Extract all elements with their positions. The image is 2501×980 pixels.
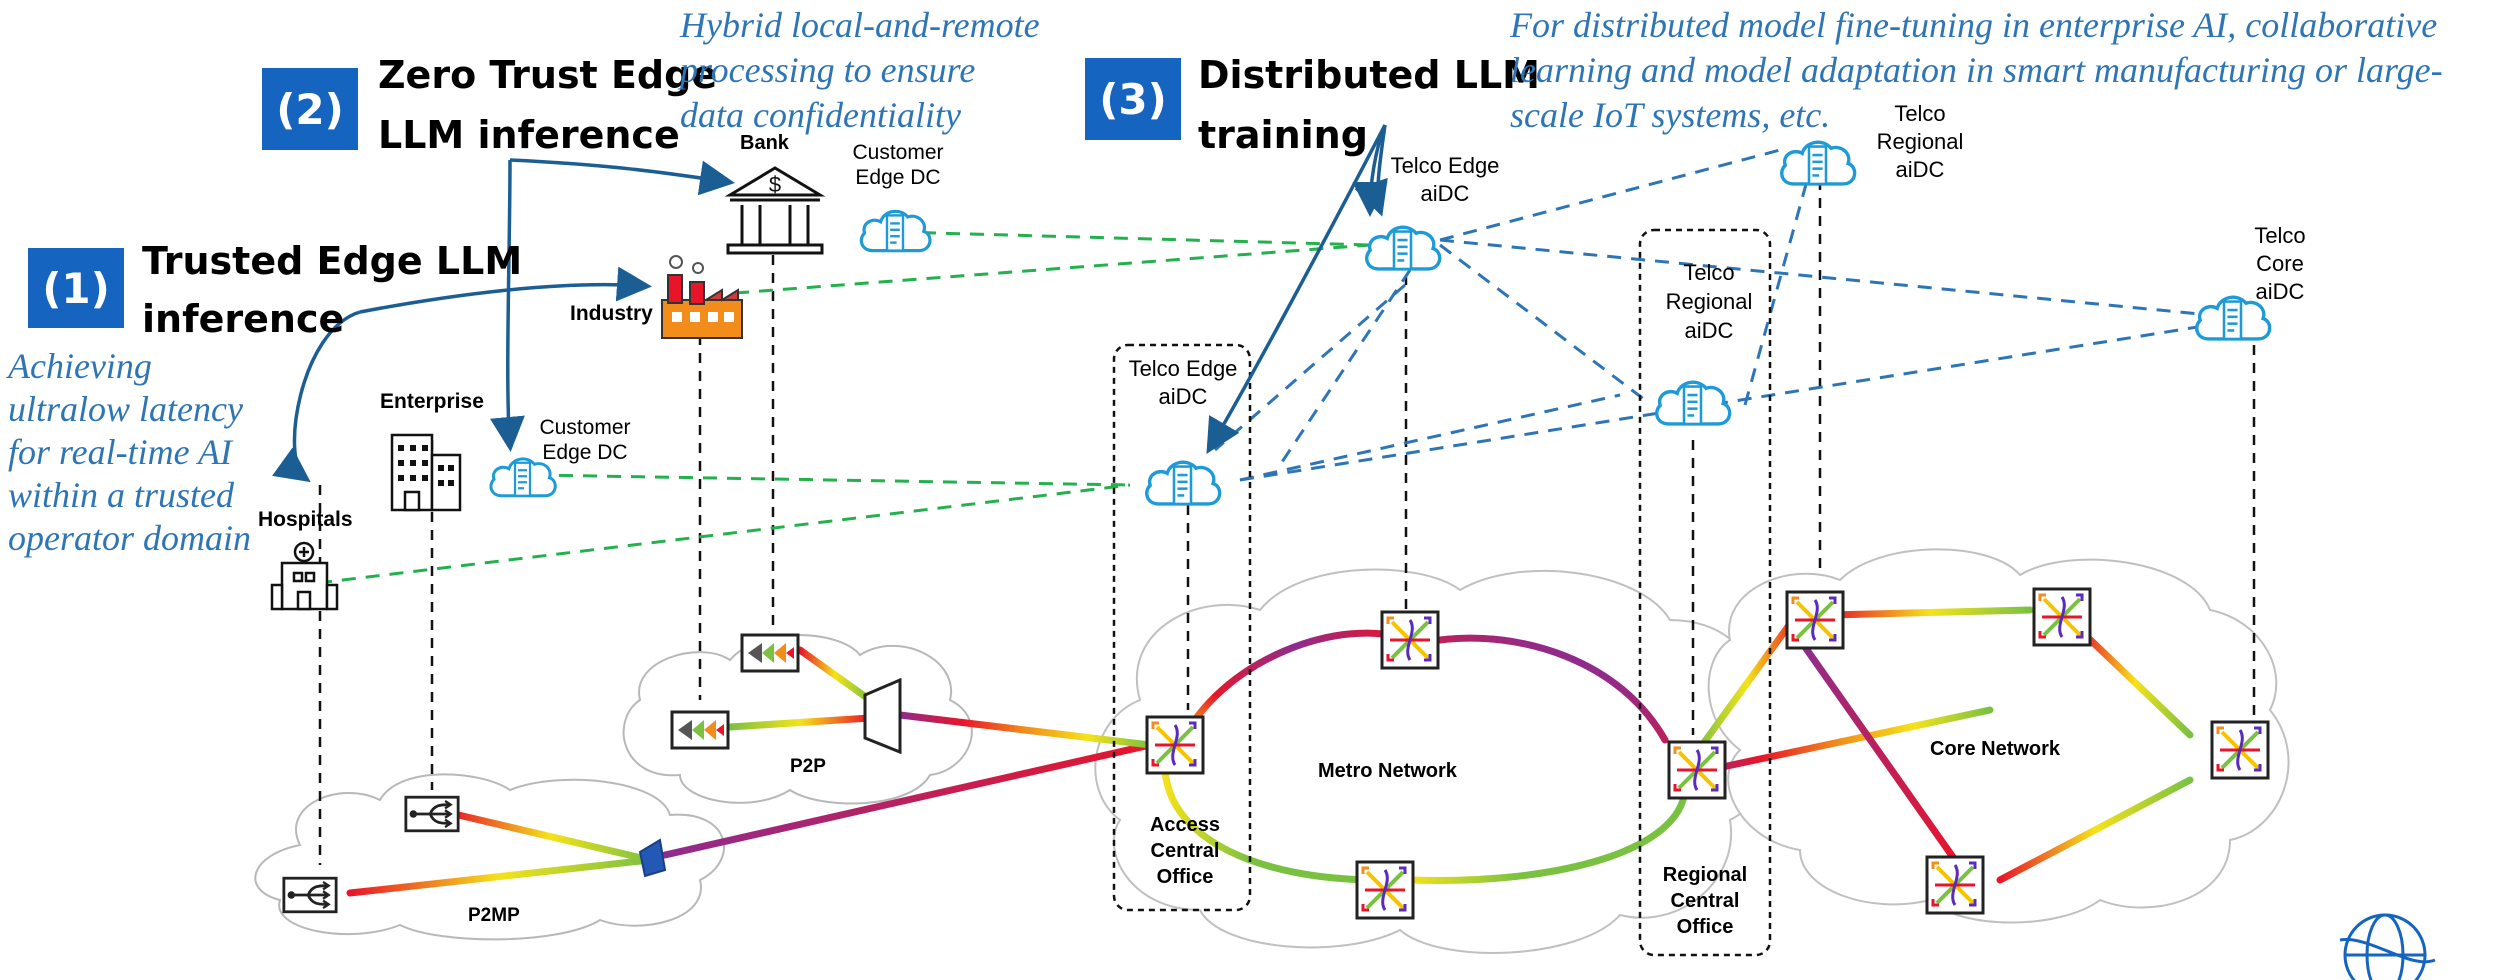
use-case-2-number: (2) bbox=[262, 68, 358, 150]
annotation-arrows bbox=[272, 124, 1388, 483]
svg-text:$: $ bbox=[769, 172, 781, 197]
telco-edge-aidc-top-icon bbox=[1364, 225, 1442, 271]
roadm-access-co bbox=[1145, 715, 1205, 775]
roadm-metro-bottom bbox=[1355, 860, 1415, 920]
hospitals-label: Hospitals bbox=[258, 508, 353, 531]
use-case-3-number: (3) bbox=[1085, 58, 1181, 140]
p2mp-label: P2MP bbox=[468, 905, 520, 926]
use-case-2-title-line1: Zero Trust Edge bbox=[378, 53, 718, 97]
telco-regional-aidc-co-icon bbox=[1654, 380, 1732, 426]
use-case-1-note-line3: for real-time AI bbox=[8, 432, 232, 472]
bank-icon: $ bbox=[724, 166, 826, 255]
enterprise-label: Enterprise bbox=[380, 390, 484, 413]
mux-icon bbox=[863, 677, 902, 755]
enterprise-icon bbox=[390, 433, 462, 512]
central-office-boxes bbox=[1112, 228, 1772, 957]
splitter-node-icon bbox=[638, 838, 667, 878]
roadm-metro-top bbox=[1380, 610, 1440, 670]
use-case-1-note-line1: Achieving bbox=[8, 346, 152, 386]
industry-icon bbox=[661, 255, 743, 339]
core-network-label: Core Network bbox=[1930, 738, 2061, 760]
globe-logo-icon bbox=[2339, 913, 2436, 980]
splitter-icon-2 bbox=[282, 876, 338, 914]
p2p-label: P2P bbox=[790, 756, 826, 777]
use-case-2-note-line1: Hybrid local-and-remote bbox=[680, 5, 1040, 45]
roadm-core-1 bbox=[1785, 590, 1845, 650]
use-case-1-note-line4: within a trusted bbox=[8, 475, 235, 515]
roadm-core-3 bbox=[2210, 720, 2270, 780]
fiber-links bbox=[346, 606, 2194, 897]
hospital-icon bbox=[270, 541, 339, 611]
use-case-3-title-line1: Distributed LLM bbox=[1198, 53, 1540, 97]
use-case-2-note-line3: data confidentiality bbox=[680, 95, 961, 135]
use-case-1-note-line2: ultralow latency bbox=[8, 389, 243, 429]
green-dashed-links bbox=[317, 230, 1371, 585]
customer-edge-dc-top-icon bbox=[859, 209, 932, 253]
transceiver-icon-1 bbox=[740, 633, 800, 673]
telco-edge-aidc-co-icon bbox=[1144, 460, 1222, 506]
use-case-1-note-line5: operator domain bbox=[8, 518, 251, 558]
core-cloud bbox=[1707, 548, 2290, 924]
use-case-3-title-line2: training bbox=[1198, 113, 1368, 157]
roadm-core-2 bbox=[2032, 587, 2092, 647]
metro-network-label: Metro Network bbox=[1318, 760, 1457, 782]
use-case-1-number: (1) bbox=[28, 248, 124, 328]
bank-label: Bank bbox=[740, 132, 789, 154]
roadm-core-4 bbox=[1925, 855, 1985, 915]
use-case-3-note-line3: scale IoT systems, etc. bbox=[1510, 95, 1831, 135]
use-case-1-title-line1: Trusted Edge LLM bbox=[142, 239, 523, 283]
roadm-regional-co bbox=[1667, 740, 1727, 800]
splitter-icon-1 bbox=[404, 795, 460, 833]
p2mp-cloud bbox=[254, 773, 725, 941]
use-case-1-title-line2: inference bbox=[142, 297, 345, 341]
use-case-3-note-line2: learning and model adaptation in smart m… bbox=[1510, 50, 2443, 90]
access-equipment bbox=[282, 633, 902, 914]
transceiver-icon-2 bbox=[670, 710, 730, 750]
use-case-2-title-line2: LLM inference bbox=[378, 113, 680, 157]
telco-regional-aidc-top-icon bbox=[1779, 140, 1857, 186]
use-case-2-note-line2: processing to ensure bbox=[680, 50, 976, 90]
use-case-3-note-line1: For distributed model fine-tuning in ent… bbox=[1510, 5, 2438, 45]
industry-label: Industry bbox=[570, 302, 653, 325]
